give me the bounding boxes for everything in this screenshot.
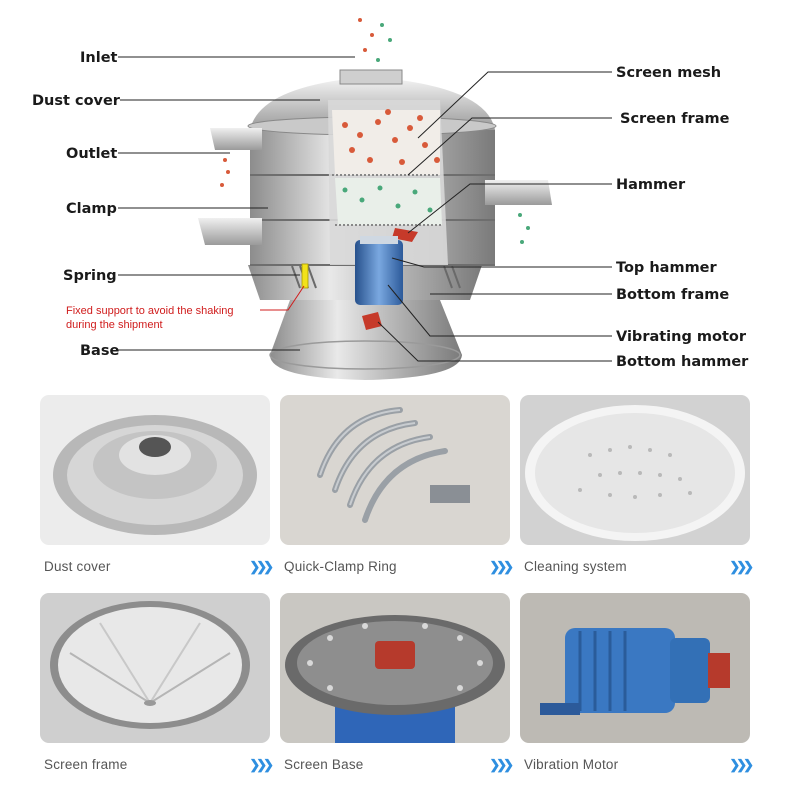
vibrating-sieve-diagram: Inlet Dust cover Outlet Clamp Spring Bas…: [32, 18, 749, 380]
label-vibrating-motor: Vibrating motor: [616, 329, 747, 345]
label-outlet: Outlet: [66, 146, 117, 162]
card-caption: Vibration Motor: [524, 757, 619, 772]
chevron-right-icon[interactable]: ❯❯❯: [249, 559, 274, 574]
card-caption: Quick-Clamp Ring: [284, 559, 397, 574]
chevron-right-icon[interactable]: ❯❯❯: [729, 757, 754, 772]
label-dust-cover: Dust cover: [32, 93, 121, 109]
screen-frame-photo: [40, 593, 270, 743]
part-card-screen-base: Screen Base ❯❯❯: [280, 593, 514, 783]
note-shipping-line1: Fixed support to avoid the shaking: [66, 305, 234, 317]
screen-base-photo: [280, 593, 510, 743]
label-screen-mesh: Screen mesh: [616, 65, 721, 81]
label-top-hammer: Top hammer: [616, 260, 718, 276]
chevron-right-icon[interactable]: ❯❯❯: [489, 757, 514, 772]
leader-lines: [118, 56, 612, 362]
label-clamp: Clamp: [66, 201, 117, 217]
part-card-quick-clamp-ring: Quick-Clamp Ring ❯❯❯: [280, 395, 514, 585]
quick-clamp-ring-photo: [280, 395, 510, 545]
card-caption: Screen Base: [284, 757, 364, 772]
label-hammer: Hammer: [616, 177, 686, 193]
label-screen-frame: Screen frame: [620, 111, 730, 127]
chevron-right-icon[interactable]: ❯❯❯: [489, 559, 514, 574]
label-base: Base: [80, 343, 119, 359]
vibration-motor-photo: [520, 593, 750, 743]
label-inlet: Inlet: [80, 50, 118, 66]
part-card-screen-frame: Screen frame ❯❯❯: [40, 593, 274, 783]
chevron-right-icon[interactable]: ❯❯❯: [729, 559, 754, 574]
label-bottom-frame: Bottom frame: [616, 287, 729, 303]
label-spring: Spring: [63, 268, 117, 284]
part-card-vibration-motor: Vibration Motor ❯❯❯: [520, 593, 754, 783]
sieve-machine-illustration: [198, 18, 552, 380]
chevron-right-icon[interactable]: ❯❯❯: [249, 757, 274, 772]
card-caption: Dust cover: [44, 559, 111, 574]
card-caption: Screen frame: [44, 757, 128, 772]
card-caption: Cleaning system: [524, 559, 627, 574]
label-bottom-hammer: Bottom hammer: [616, 354, 749, 370]
note-shipping-line2: during the shipment: [66, 319, 163, 331]
dust-cover-photo: [40, 395, 270, 545]
part-card-dust-cover: Dust cover ❯❯❯: [40, 395, 274, 585]
part-card-cleaning-system: Cleaning system ❯❯❯: [520, 395, 754, 585]
cleaning-system-photo: [520, 395, 750, 545]
